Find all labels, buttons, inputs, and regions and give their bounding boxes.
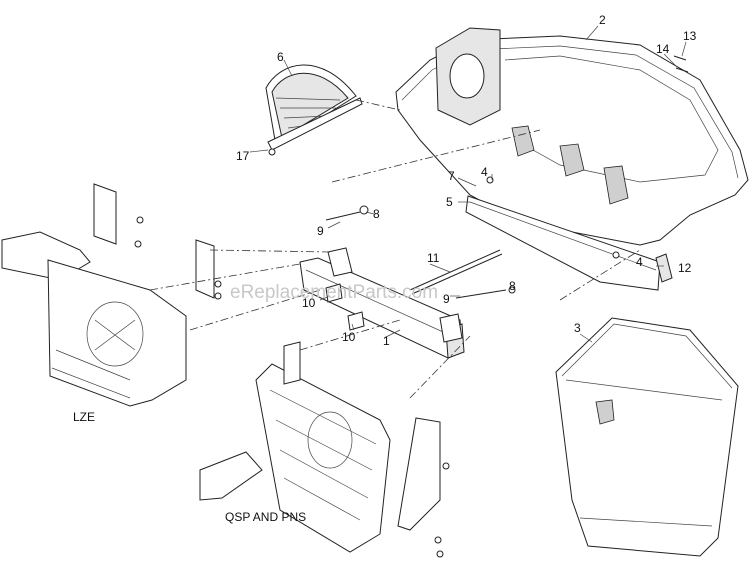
watermark: eReplacementParts.com	[230, 282, 438, 303]
leader-lines	[249, 25, 687, 343]
callout-10a: 10	[302, 296, 316, 310]
qsp-bracket	[199, 341, 441, 553]
callout-9b: 9	[443, 292, 450, 306]
callout-11: 11	[427, 251, 440, 265]
bag-frame	[555, 317, 739, 557]
callout-3: 3	[574, 321, 581, 335]
callout-10b: 10	[342, 330, 356, 344]
callout-8a: 8	[373, 207, 380, 221]
callout-2: 2	[599, 13, 606, 27]
callout-13: 13	[683, 29, 697, 43]
caption-lze: LZE	[73, 410, 95, 424]
callout-4a: 4	[481, 165, 488, 179]
callout-6: 6	[277, 50, 284, 64]
callout-12: 12	[678, 261, 692, 275]
callout-17: 17	[236, 149, 250, 163]
caption-qsp-and-pns: QSP AND PNS	[225, 510, 306, 524]
screen	[265, 64, 363, 151]
callout-8b: 8	[509, 279, 516, 293]
callout-5: 5	[446, 195, 453, 209]
callout-14: 14	[656, 42, 670, 56]
callout-4b: 4	[636, 255, 643, 269]
callout-7: 7	[448, 169, 455, 183]
rod	[409, 249, 503, 295]
assembly-lines	[149, 99, 641, 399]
callout-9a: 9	[317, 224, 324, 238]
hopper-lid	[395, 27, 749, 246]
mount-plate	[465, 195, 661, 291]
hardware	[134, 55, 689, 558]
lze-bracket	[1, 183, 215, 407]
main-tube	[299, 247, 465, 359]
callout-1: 1	[383, 334, 390, 348]
